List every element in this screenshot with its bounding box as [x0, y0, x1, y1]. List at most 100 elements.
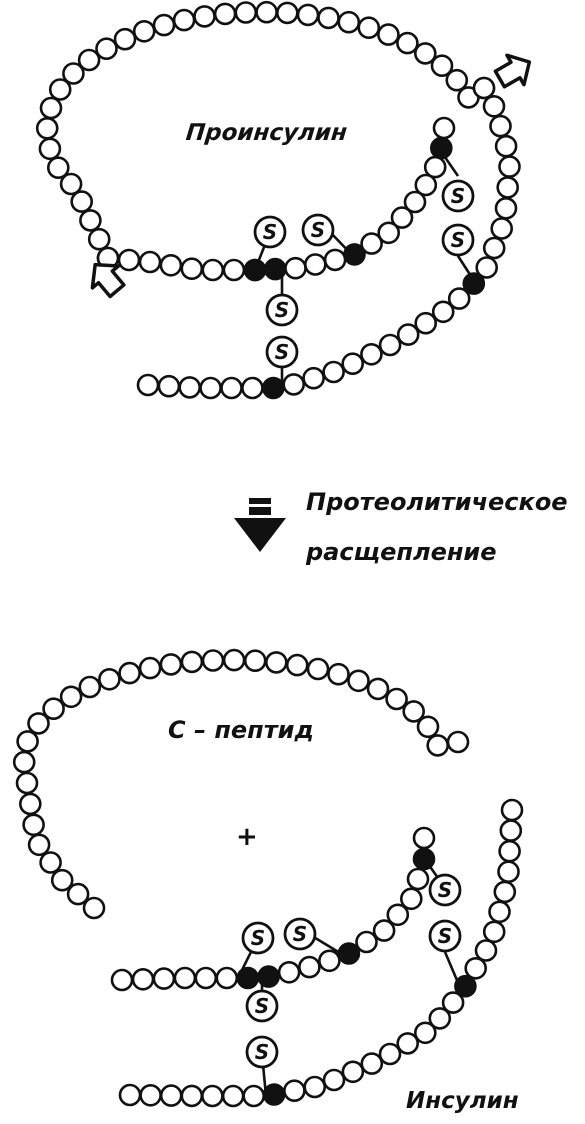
cysteine-residue	[261, 376, 285, 400]
amino-acid-residue	[138, 656, 162, 680]
amino-acid-residue	[139, 1084, 162, 1107]
amino-acid-residue	[215, 966, 239, 990]
amino-acid-residue	[180, 650, 204, 674]
proinsulin-label: Проинсулин	[184, 120, 349, 146]
amino-acid-residue	[222, 648, 246, 672]
amino-acid-residue	[42, 697, 65, 721]
amino-acid-residue	[403, 190, 427, 214]
amino-acid-residue	[27, 833, 51, 857]
amino-acid-residue	[275, 1, 299, 25]
amino-acid-residue	[500, 798, 524, 822]
amino-acid-residue	[16, 730, 39, 753]
amino-acid-residue	[372, 919, 396, 942]
amino-acid-residue	[284, 256, 307, 280]
amino-acid-residue	[306, 657, 330, 681]
amino-acid-residue	[35, 117, 59, 140]
sulfur-atom	[301, 213, 335, 247]
amino-acid-residue	[378, 333, 402, 357]
amino-acid-residue	[138, 250, 162, 274]
sulfur-atom	[428, 919, 462, 953]
amino-acid-residue	[50, 868, 74, 892]
amino-acid-residue	[498, 839, 521, 863]
amino-acid-residue	[152, 967, 176, 990]
sulfur-atom	[245, 989, 279, 1023]
amino-acid-residue	[396, 323, 420, 346]
amino-acid-residue	[132, 19, 156, 43]
amino-acid-residue	[317, 6, 340, 30]
sulfur-label: S	[451, 228, 465, 252]
amino-acid-residue	[302, 366, 325, 390]
amino-acid-residue	[87, 227, 111, 251]
amino-acid-residue	[234, 1, 258, 24]
disulfide-bond-line	[443, 951, 464, 993]
amino-acid-residue	[77, 48, 101, 72]
amino-acid-residue	[402, 700, 426, 723]
amino-acid-residue	[22, 813, 45, 837]
amino-acid-residue	[241, 376, 264, 400]
sulfur-label: S	[451, 184, 465, 208]
amino-acid-residue	[475, 256, 499, 279]
amino-acid-residue	[482, 95, 506, 118]
amino-acid-residue	[377, 221, 401, 245]
amino-acid-residue	[322, 360, 345, 384]
amino-acid-residue	[496, 176, 520, 199]
amino-acid-residue	[180, 257, 204, 281]
amino-acid-residue	[498, 155, 521, 178]
amino-acid-residue	[432, 116, 456, 140]
sulfur-atom	[441, 179, 475, 213]
amino-acid-residue	[446, 730, 470, 754]
amino-acid-residue	[18, 792, 42, 816]
amino-acid-residue	[62, 62, 85, 85]
proteolytic-step-label: Протеолитическое	[306, 488, 568, 516]
amino-acid-residue	[201, 1084, 224, 1108]
amino-acid-residue	[413, 42, 437, 65]
amino-acid-residue	[464, 956, 488, 980]
amino-acid-residue	[499, 819, 523, 842]
amino-acid-residue	[157, 374, 181, 398]
amino-acid-residue	[59, 172, 83, 196]
amino-acid-residue	[136, 373, 160, 397]
amino-acid-residue	[222, 258, 246, 282]
amino-acid-residue	[242, 1084, 265, 1108]
amino-acid-residue	[201, 258, 225, 282]
amino-acid-residue	[79, 209, 102, 232]
amino-acid-residue	[159, 1084, 183, 1107]
amino-acid-residue	[15, 771, 39, 795]
disulfide-bond-line	[438, 149, 460, 177]
amino-acid-residue	[110, 968, 134, 992]
amino-acid-residue	[378, 1042, 402, 1066]
sulfur-label: S	[438, 924, 452, 948]
amino-acid-residue	[414, 311, 438, 335]
sulfur-atom	[283, 917, 317, 951]
amino-acid-residue	[482, 920, 506, 944]
sulfur-label: S	[293, 922, 307, 946]
amino-acid-residue	[490, 217, 514, 240]
cysteine-residue	[257, 965, 280, 988]
amino-acid-residue	[173, 966, 197, 990]
amino-acid-residue	[488, 900, 511, 924]
amino-acid-residue	[172, 8, 196, 32]
amino-acid-residue	[113, 27, 137, 51]
amino-acid-residue	[396, 1032, 420, 1055]
sulfur-atom	[241, 921, 275, 955]
amino-acid-residue	[396, 31, 419, 55]
amino-acid-residue	[489, 114, 512, 138]
cleavage-step-label: расщепление	[306, 538, 497, 566]
amino-acid-residue	[377, 23, 400, 46]
amino-acid-residue	[337, 10, 361, 34]
amino-acid-residue	[357, 16, 381, 40]
cleavage-arrow-icon	[90, 262, 126, 299]
amino-acid-residue	[48, 78, 72, 101]
cleavage-arrow-icon	[493, 53, 532, 89]
amino-acid-residue	[180, 1084, 204, 1108]
amino-acid-residue	[390, 206, 414, 229]
disulfide-bond-line	[311, 934, 346, 958]
amino-acid-residue	[159, 653, 183, 676]
amino-acid-residue	[447, 287, 471, 310]
amino-acid-residue	[360, 232, 383, 255]
amino-acid-residue	[472, 76, 496, 100]
amino-acid-residue	[497, 860, 520, 884]
amino-acid-residue	[423, 155, 447, 179]
